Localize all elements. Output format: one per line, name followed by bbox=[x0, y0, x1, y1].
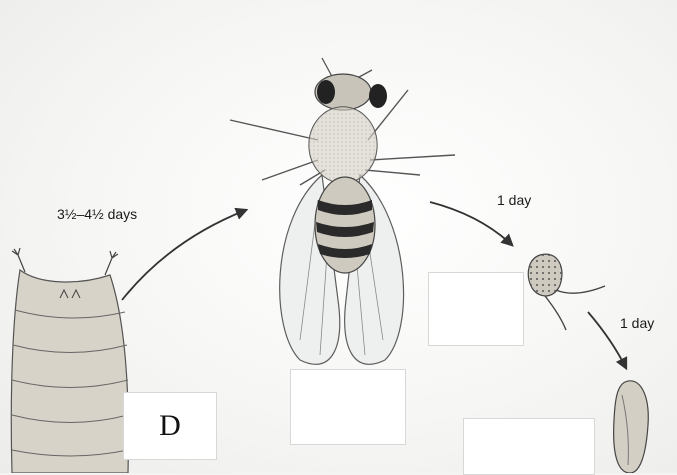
adult-fly-illustration bbox=[230, 58, 455, 364]
arrow-larva-to-adult bbox=[122, 210, 246, 300]
first-instar-illustration bbox=[614, 381, 649, 473]
arrow-adult-to-egg bbox=[430, 202, 512, 245]
duration-label-larva-to-adult: 3½–4½ days bbox=[57, 206, 137, 222]
answer-box-adult[interactable] bbox=[290, 369, 406, 445]
answer-box-first-instar[interactable] bbox=[463, 418, 595, 475]
larva-illustration bbox=[11, 248, 128, 473]
duration-label-adult-to-egg: 1 day bbox=[497, 192, 531, 208]
duration-label-egg-to-larva: 1 day bbox=[620, 315, 654, 331]
answer-box-larva[interactable]: D bbox=[123, 392, 217, 460]
answer-box-egg[interactable] bbox=[428, 272, 524, 346]
